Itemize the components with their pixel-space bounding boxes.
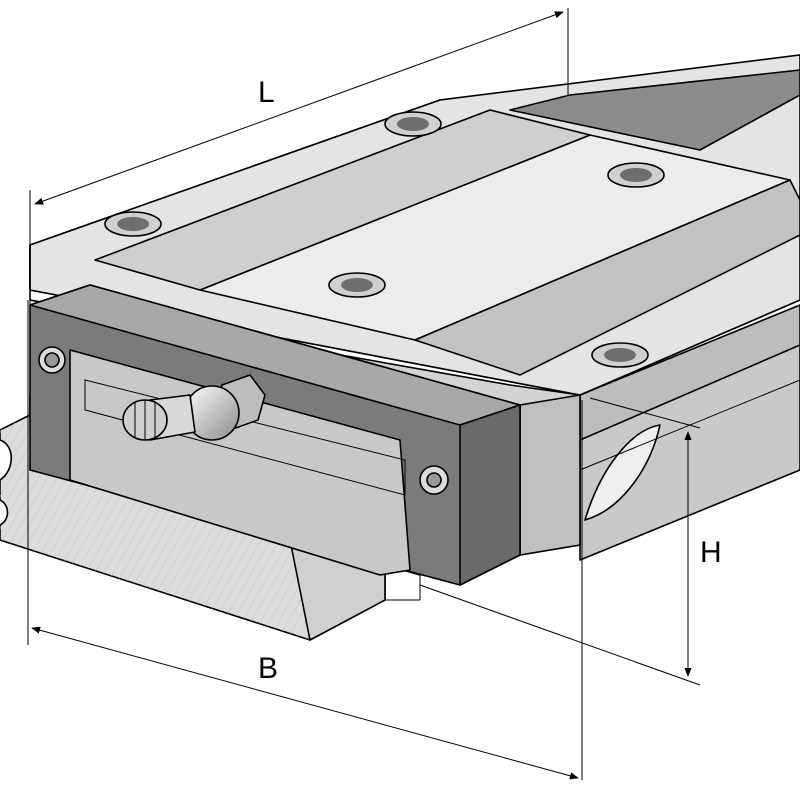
mounting-hole bbox=[384, 111, 442, 137]
mounting-hole bbox=[607, 162, 665, 188]
grease-nipple bbox=[122, 374, 266, 441]
end-cap-screw-left bbox=[38, 346, 66, 374]
dimension-label-length: L bbox=[258, 76, 275, 109]
dimension-length: L bbox=[29, 8, 569, 310]
mounting-hole bbox=[591, 342, 649, 368]
dimension-label-width: B bbox=[258, 652, 278, 685]
end-cap-screw-right bbox=[419, 465, 449, 495]
mounting-hole bbox=[104, 211, 162, 237]
mounting-hole bbox=[328, 272, 386, 298]
dimension-label-height: H bbox=[700, 536, 722, 569]
dimension-width: B bbox=[27, 300, 583, 780]
